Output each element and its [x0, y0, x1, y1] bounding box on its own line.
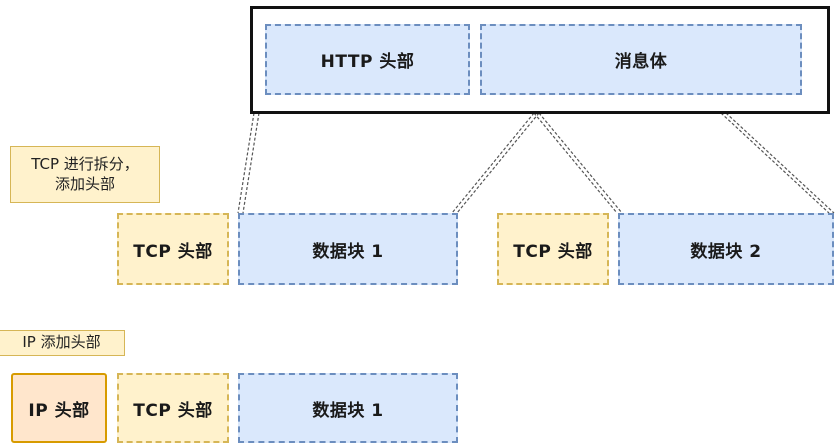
message-body-box: 消息体 [480, 24, 802, 95]
tcp-note-line1: TCP 进行拆分， [31, 155, 139, 173]
connector-mid-right-b [538, 112, 623, 214]
tcp-header-box-1: TCP 头部 [117, 213, 229, 285]
tcp-header-label-2: TCP 头部 [513, 241, 593, 262]
data-block-box-1: 数据块 1 [238, 213, 458, 285]
connector-left-b [242, 112, 260, 214]
data-block-label-2: 数据块 2 [690, 241, 762, 262]
tcp-note-line2: 添加头部 [54, 174, 115, 193]
connector-mid-left-a [451, 112, 535, 214]
http-header-label: HTTP 头部 [320, 52, 415, 72]
tcp-header-label-1: TCP 头部 [133, 241, 213, 262]
ip-header-label: IP 头部 [28, 400, 90, 421]
ip-tcp-header-label: TCP 头部 [133, 400, 213, 421]
data-block-box-2: 数据块 2 [618, 213, 834, 285]
ip-data-block-label: 数据块 1 [312, 400, 384, 421]
connector-right-a [720, 112, 830, 214]
message-body-label: 消息体 [614, 52, 668, 72]
ip-header-box: IP 头部 [11, 373, 107, 443]
connector-left-a [237, 112, 255, 214]
ip-note-label: IP 添加头部 [22, 333, 101, 352]
ip-data-block-box: 数据块 1 [238, 373, 458, 443]
tcp-header-box-2: TCP 头部 [497, 213, 609, 285]
ip-tcp-header-box: TCP 头部 [117, 373, 229, 443]
ip-note: IP 添加头部 [0, 330, 125, 356]
data-block-label-1: 数据块 1 [312, 241, 384, 262]
connector-right-b [725, 112, 835, 214]
http-header-box: HTTP 头部 [265, 24, 470, 95]
connector-mid-right-a [533, 112, 618, 214]
connector-mid-left-b [456, 112, 540, 214]
tcp-note: TCP 进行拆分， 添加头部 [10, 146, 160, 203]
